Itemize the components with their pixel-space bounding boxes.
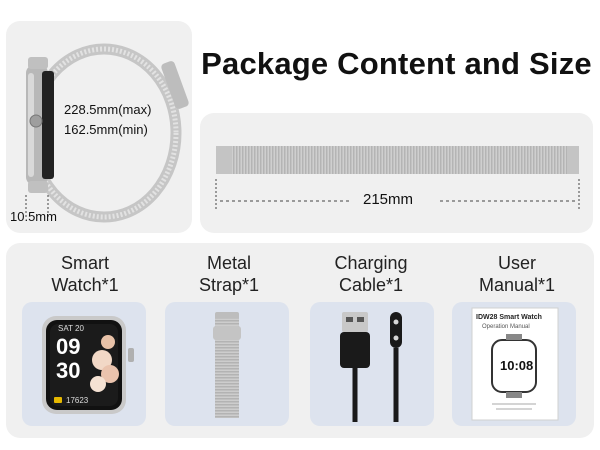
watch-hour: 09 [56, 334, 81, 359]
watch-side-illustration [25, 43, 189, 223]
watch-size-panel: 228.5mm(max) 162.5mm(min) 10.5mm [6, 21, 192, 233]
watch-steps: 17623 [66, 396, 89, 405]
manual-time: 10:08 [500, 358, 534, 373]
charging-cable-image [340, 312, 402, 422]
circumference-max: 228.5mm(max) [64, 102, 152, 117]
watch-minute: 30 [56, 358, 81, 383]
metal-strap-card [165, 302, 289, 426]
manual-brand: IDW28 Smart Watch [476, 314, 542, 321]
page-title: Package Content and Size [201, 46, 592, 81]
charging-cable-card [310, 302, 434, 426]
user-manual-image [471, 307, 559, 421]
manual-subtitle: Operation Manual [482, 324, 530, 330]
smart-watch-image [42, 316, 134, 414]
user-manual-card: IDW28 Smart Watch Operation Manual 10:08 [452, 302, 576, 426]
strap-length-label: 215mm [363, 191, 414, 208]
strap-length-panel: 215mm [200, 113, 593, 233]
circumference-min: 162.5mm(min) [64, 122, 148, 137]
strap-illustration [215, 146, 580, 209]
watch-date: SAT 20 [58, 324, 84, 333]
smart-watch-card: SAT 20 09 30 17623 [22, 302, 146, 426]
strap-width-label: 10.5mm [10, 209, 57, 224]
metal-strap-image [213, 312, 241, 418]
